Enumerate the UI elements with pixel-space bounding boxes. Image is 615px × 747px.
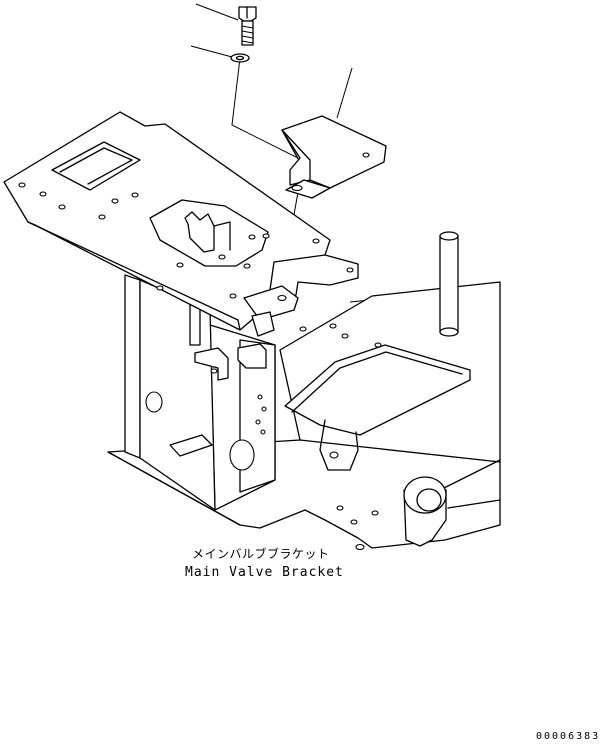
pivot-boss: [403, 476, 447, 547]
vertical-pin: [439, 231, 459, 337]
callout-label-japanese: メインバルブブラケット: [192, 547, 330, 561]
drawing-number: 00006383: [536, 731, 601, 742]
washer: [230, 53, 250, 63]
bolt: [238, 6, 257, 46]
main-valve-bracket: [124, 274, 276, 511]
clamp-bracket: [281, 115, 387, 199]
mounting-tab: [243, 254, 359, 337]
top-plate: [3, 111, 331, 331]
callout-label-english: Main Valve Bracket: [185, 565, 344, 580]
